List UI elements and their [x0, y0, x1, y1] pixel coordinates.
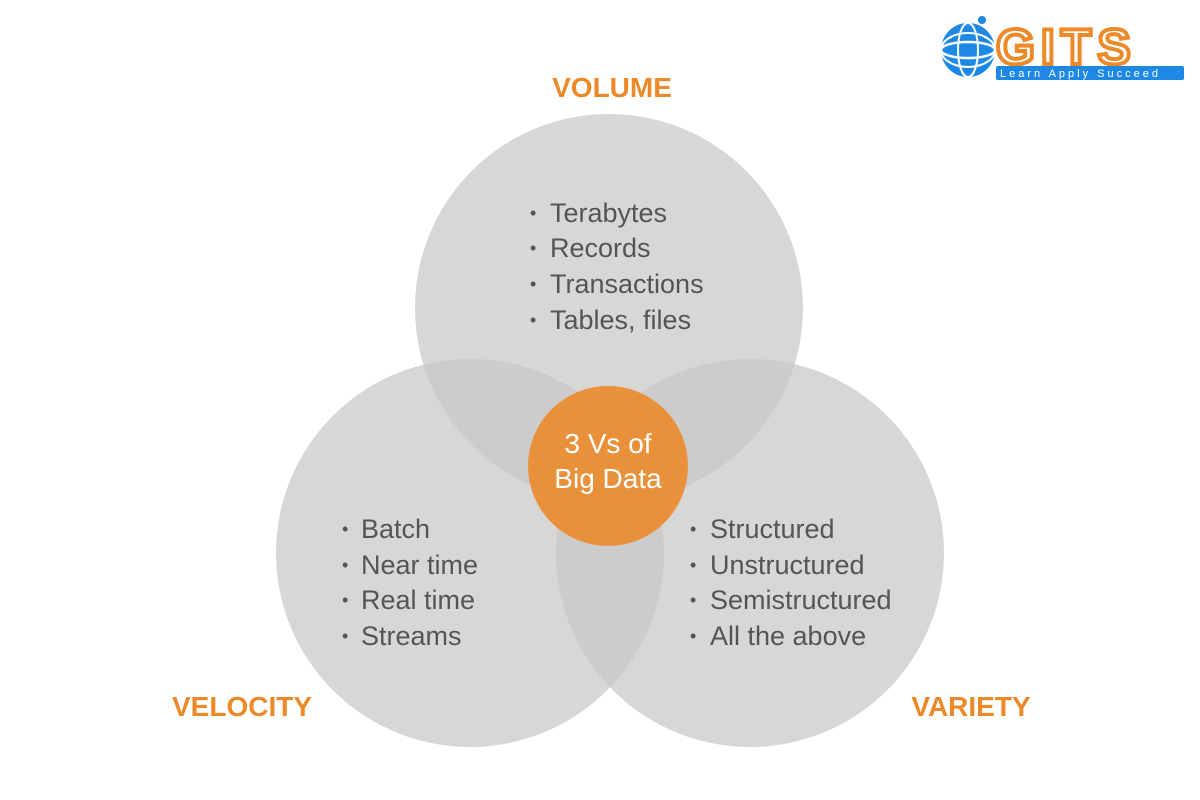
list-item: Batch [361, 514, 430, 544]
list-bullet: • [342, 626, 348, 646]
list-bullet: • [342, 555, 348, 575]
center-label-line2: Big Data [554, 463, 662, 494]
volume-title: VOLUME [552, 72, 672, 103]
center-label-line1: 3 Vs of [564, 428, 651, 459]
list-item: Transactions [550, 269, 704, 299]
list-bullet: • [530, 310, 536, 330]
center-circle [528, 386, 688, 546]
variety-title: VARIETY [911, 691, 1031, 722]
logo-tagline-bar [996, 66, 1184, 80]
list-item: Unstructured [710, 550, 865, 580]
list-bullet: • [690, 519, 696, 539]
gits-logo: GITS Learn Apply Succeed [939, 16, 1184, 80]
list-bullet: • [342, 590, 348, 610]
list-bullet: • [530, 238, 536, 258]
variety-list: • Structured • Unstructured • Semistruct… [690, 514, 892, 651]
velocity-list: • Batch • Near time • Real time • Stream… [342, 514, 478, 651]
list-item: All the above [710, 621, 866, 651]
list-item: Terabytes [550, 198, 667, 228]
list-item: Real time [361, 585, 475, 615]
list-bullet: • [690, 555, 696, 575]
list-bullet: • [342, 519, 348, 539]
list-bullet: • [690, 626, 696, 646]
volume-list: • Terabytes • Records • Transactions • T… [530, 198, 704, 335]
globe-icon [939, 16, 997, 78]
list-item: Structured [710, 514, 835, 544]
list-bullet: • [530, 274, 536, 294]
velocity-title: VELOCITY [172, 691, 312, 722]
list-bullet: • [690, 590, 696, 610]
list-bullet: • [530, 203, 536, 223]
list-item: Semistructured [710, 585, 892, 615]
list-item: Records [550, 233, 651, 263]
list-item: Streams [361, 621, 462, 651]
list-item: Tables, files [550, 305, 691, 335]
list-item: Near time [361, 550, 478, 580]
logo-tagline: Learn Apply Succeed [1000, 68, 1161, 80]
